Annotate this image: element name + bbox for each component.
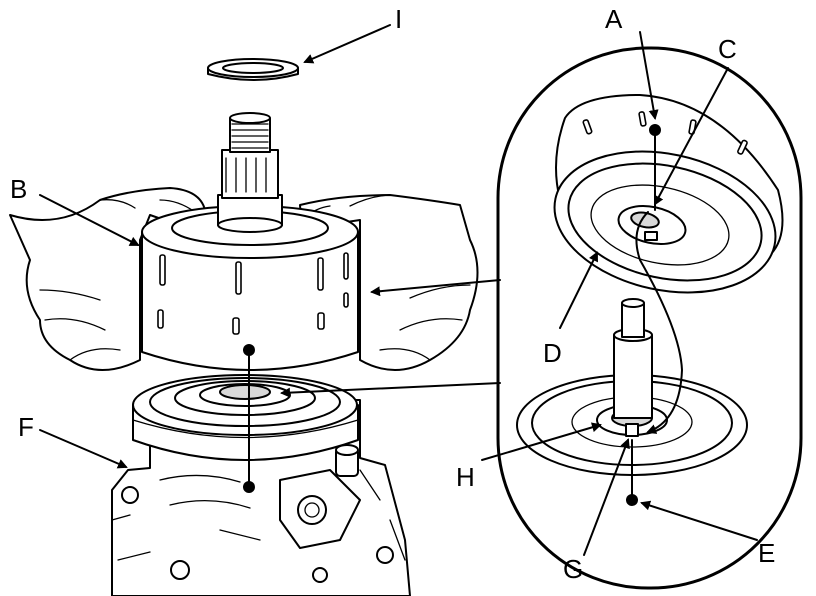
- callout-a: A: [605, 4, 623, 34]
- callout-h: H: [456, 462, 475, 492]
- callout-g: G: [563, 554, 583, 584]
- detail-view: [496, 46, 803, 590]
- callout-d: D: [543, 338, 562, 368]
- callout-e: E: [758, 538, 775, 568]
- callout-i: I: [395, 4, 402, 34]
- thrust-washer-i: [207, 58, 299, 81]
- detail-lower-hub: [516, 298, 748, 476]
- lower-clutch-drum: [132, 374, 359, 461]
- callout-f: F: [18, 412, 34, 442]
- mainshaft: [217, 112, 283, 233]
- detail-pointers: [280, 279, 501, 398]
- alignment-mark-e: [626, 494, 638, 506]
- clutch-drum-b: [141, 205, 359, 371]
- alignment-mark-housing: [243, 481, 255, 493]
- callout-c: C: [718, 34, 737, 64]
- alignment-curve: [635, 211, 683, 434]
- callout-leaders: [39, 24, 758, 556]
- callout-b: B: [10, 174, 27, 204]
- hands: [9, 187, 479, 371]
